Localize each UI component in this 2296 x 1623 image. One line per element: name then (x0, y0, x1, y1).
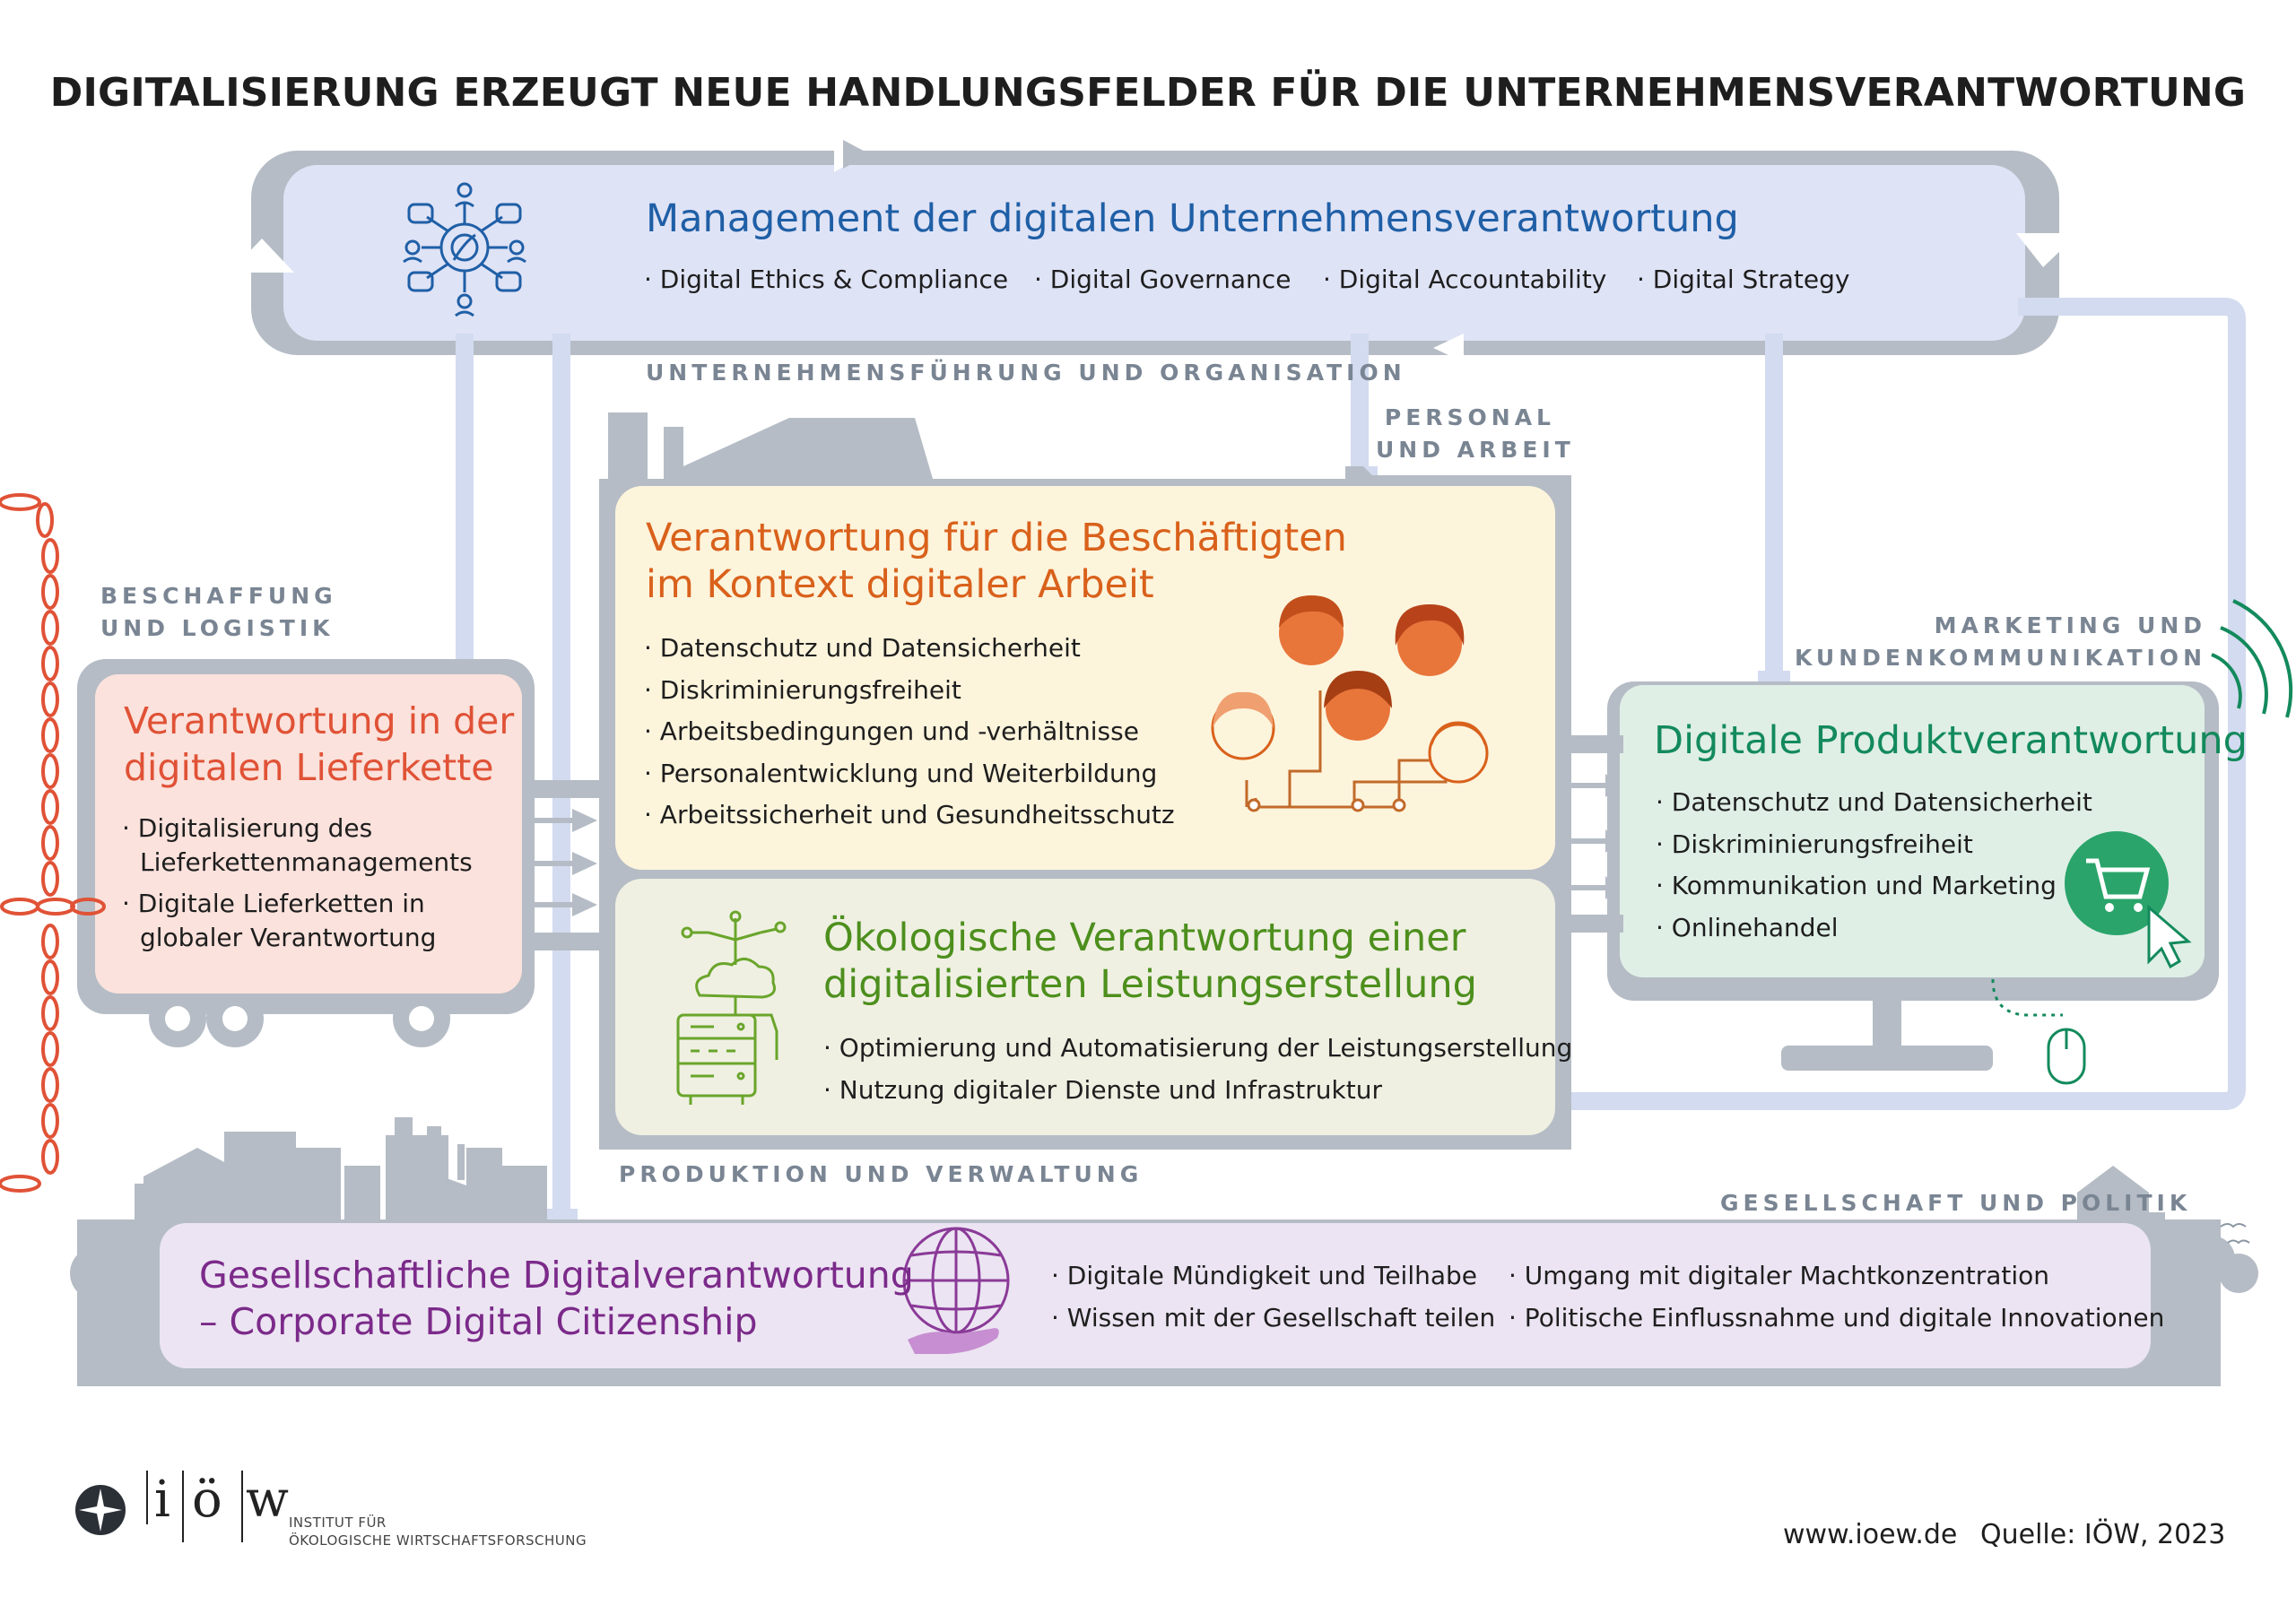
section-label-marketing: MARKETING UND KUNDENKOMMUNIKATION (1758, 610, 2206, 674)
produktion-heading: Ökologische Verantwortung einer digitali… (823, 915, 1477, 1008)
institute-name: INSTITUT FÜR ÖKOLOGISCHE WIRTSCHAFTSFORS… (289, 1514, 587, 1549)
list-item-continuation: Lieferkettenmanagements (140, 847, 473, 877)
list-item: · Digitalisierung des (122, 813, 373, 843)
footer-source: Quelle: IÖW, 2023 (1980, 1519, 2226, 1550)
server-cloud-icon (676, 910, 787, 1105)
employees-faces-icon (1211, 595, 1489, 812)
list-item-continuation: globaler Verantwortung (140, 923, 437, 952)
logo-letter-oe: ö (192, 1471, 222, 1529)
label-line: UND LOGISTIK (100, 615, 335, 641)
label-line: PERSONAL (1384, 404, 1555, 430)
list-item: · Diskriminierungsfreiheit (644, 674, 961, 705)
heading-line: digitalisierten Leistungserstellung (823, 962, 1477, 1007)
gesellschaft-box (160, 1223, 2151, 1368)
globe-hand-icon (902, 1227, 1010, 1334)
list-item: · Datenschutz und Datensicherheit (644, 633, 1081, 663)
list-item: · Onlinehandel (1656, 912, 1839, 942)
beschaffung-box (95, 674, 522, 994)
network-icon (403, 182, 526, 317)
section-label-gesellschaft: GESELLSCHAFT UND POLITIK (1720, 1190, 2192, 1216)
beschaffung-list: · Digitalisierung des Lieferkettenmanage… (122, 812, 473, 955)
personal-heading: Verantwortung für die Beschäftigten im K… (646, 515, 1347, 608)
heading-line: digitalen Lieferkette (124, 746, 494, 789)
institute-line: INSTITUT FÜR (289, 1515, 387, 1531)
list-item: · Digitale Mündigkeit und Teilhabe (1051, 1261, 1478, 1290)
management-item: · Digital Strategy (1637, 265, 1850, 294)
list-item: · Wissen mit der Gesellschaft teilen (1051, 1302, 1496, 1332)
heading-line: Gesellschaftliche Digitalverantwortung (199, 1254, 914, 1297)
section-label-unternehmensfuehrung: UNTERNEHMENSFÜHRUNG UND ORGANISATION (646, 360, 1406, 386)
footer-url: www.ioew.de (1783, 1519, 1958, 1550)
heading-line: im Kontext digitaler Arbeit (646, 562, 1154, 607)
marketing-list: · Datenschutz und Datensicherheit · Disk… (1656, 782, 2092, 949)
list-item: · Digitale Lieferketten in (122, 889, 425, 918)
management-heading: Management der digitalen Unternehmensver… (646, 196, 1739, 241)
heading-line: Ökologische Verantwortung einer (823, 916, 1466, 960)
frame-arrow-down (2016, 233, 2079, 267)
personal-list: · Datenschutz und Datensicherheit · Disk… (644, 628, 1175, 837)
management-item: · Digital Accountability (1323, 265, 1607, 294)
page-title: DIGITALISIERUNG ERZEUGT NEUE HANDLUNGSFE… (49, 70, 2247, 116)
label-line: UND ARBEIT (1376, 437, 1575, 463)
list-item: · Optimierung und Automatisierung der Le… (823, 1033, 1573, 1063)
shopping-cart-icon (2065, 831, 2192, 969)
section-label-beschaffung: BESCHAFFUNG UND LOGISTIK (100, 580, 337, 645)
ioew-logo-mark (75, 1485, 126, 1535)
heading-line: Verantwortung in der (124, 699, 515, 742)
list-item: · Arbeitsbedingungen und -verhältnisse (644, 716, 1139, 746)
section-label-personal: PERSONAL UND ARBEIT (1376, 402, 1575, 466)
frame-arrow-left (1433, 334, 1464, 362)
label-line: MARKETING UND (1934, 612, 2206, 638)
list-item: · Arbeitssicherheit und Gesundheitsschut… (644, 800, 1175, 829)
logo-letter-w: w (246, 1471, 289, 1529)
gesellschaft-list-right: · Umgang mit digitaler Machtkonzentratio… (1509, 1255, 2164, 1339)
institute-line: ÖKOLOGISCHE WIRTSCHAFTSFORSCHUNG (289, 1532, 587, 1549)
list-item: · Datenschutz und Datensicherheit (1656, 787, 2092, 817)
beschaffung-heading: Verantwortung in der digitalen Lieferket… (124, 698, 514, 791)
list-item: · Nutzung digitaler Dienste und Infrastr… (823, 1074, 1382, 1105)
heading-line: – Corporate Digital Citizenship (199, 1300, 758, 1343)
management-item: · Digital Ethics & Compliance (644, 265, 1009, 294)
section-label-produktion: PRODUKTION UND VERWALTUNG (619, 1161, 1144, 1187)
wifi-icon (2211, 599, 2293, 718)
produktion-list: · Optimierung und Automatisierung der Le… (823, 1028, 1572, 1111)
gesellschaft-heading: Gesellschaftliche Digitalverantwortung –… (199, 1252, 914, 1345)
label-line: KUNDENKOMMUNIKATION (1794, 645, 2206, 671)
logo-letter-i: i (154, 1471, 170, 1529)
hand-icon (908, 1328, 999, 1354)
produktion-box (615, 879, 1555, 1135)
list-item: · Politische Einflussnahme und digitale … (1509, 1302, 2165, 1332)
personal-box (615, 486, 1555, 870)
list-item: · Kommunikation und Marketing (1656, 871, 2057, 900)
chain-graphic (0, 493, 106, 1193)
frame-arrow-up (230, 239, 294, 273)
management-items: · Digital Ethics & Compliance · Digital … (644, 265, 1900, 300)
heading-line: Verantwortung für die Beschäftigten (646, 516, 1347, 560)
gesellschaft-list-left: · Digitale Mündigkeit und Teilhabe · Wis… (1051, 1255, 1495, 1339)
list-item: · Umgang mit digitaler Machtkonzentratio… (1509, 1261, 2049, 1290)
list-item: · Diskriminierungsfreiheit (1656, 829, 1973, 859)
list-item: · Personalentwicklung und Weiterbildung (644, 758, 1158, 788)
marketing-heading: Digitale Produktverantwortung (1654, 718, 2248, 763)
management-item: · Digital Governance (1034, 265, 1292, 294)
marketing-box (1620, 685, 2205, 977)
label-line: BESCHAFFUNG (100, 583, 337, 609)
